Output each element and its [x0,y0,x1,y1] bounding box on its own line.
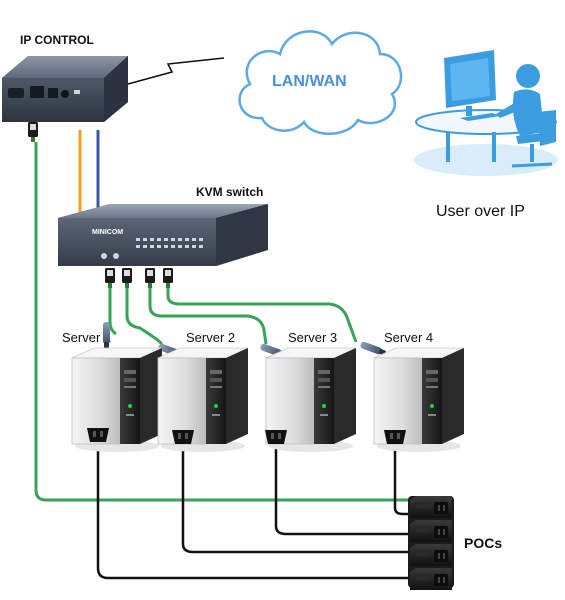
green-cable-server-2 [125,288,164,346]
lan-wan-label: LAN/WAN [272,73,347,90]
kvm-brand-logo: MINICOM [92,229,123,236]
kvm-connector-2 [122,268,132,288]
cloud-icon [238,30,403,135]
green-cable-server-3 [148,288,268,345]
kvm-connector-4 [163,268,173,288]
user-workstation-icon [414,50,558,176]
power-plug-3 [265,430,287,444]
wan-link-icon [127,57,225,85]
black-cable-server-1 [96,446,412,580]
kvm-connector-1 [105,268,115,288]
kvm-switch-device [58,204,268,266]
poc-module-2 [410,520,452,542]
pocs-label: POCs [464,535,502,551]
server-dongle-1 [103,322,110,348]
kvm-connector-3 [145,268,155,288]
green-cable-server-4 [166,288,358,343]
ip-control-device [2,56,128,122]
user-over-ip-label: User over IP [436,203,525,220]
server-1 [71,347,163,453]
server-label-3: Server 3 [288,330,337,345]
green-cable-server-1 [108,288,117,336]
poc-module-3 [410,544,452,566]
server-label-4: Server 4 [384,330,433,345]
kvm-switch-label: KVM switch [196,185,263,199]
black-cable-server-3 [274,446,412,536]
server-label-1: Server 1 [62,330,111,345]
ip-control-label: IP CONTROL [20,33,94,47]
green-cable-ip-to-poc [34,142,412,502]
black-cable-server-4 [393,446,412,516]
ip-control-connector [28,122,38,142]
poc-stack [408,496,454,590]
server-label-2: Server 2 [186,330,235,345]
poc-module-1 [410,496,452,518]
power-plug-2 [172,430,194,444]
poc-module-4 [410,568,452,590]
black-cable-server-2 [181,446,412,554]
power-plug-1 [87,428,109,442]
power-plug-4 [384,430,406,444]
server-2 [157,347,249,453]
